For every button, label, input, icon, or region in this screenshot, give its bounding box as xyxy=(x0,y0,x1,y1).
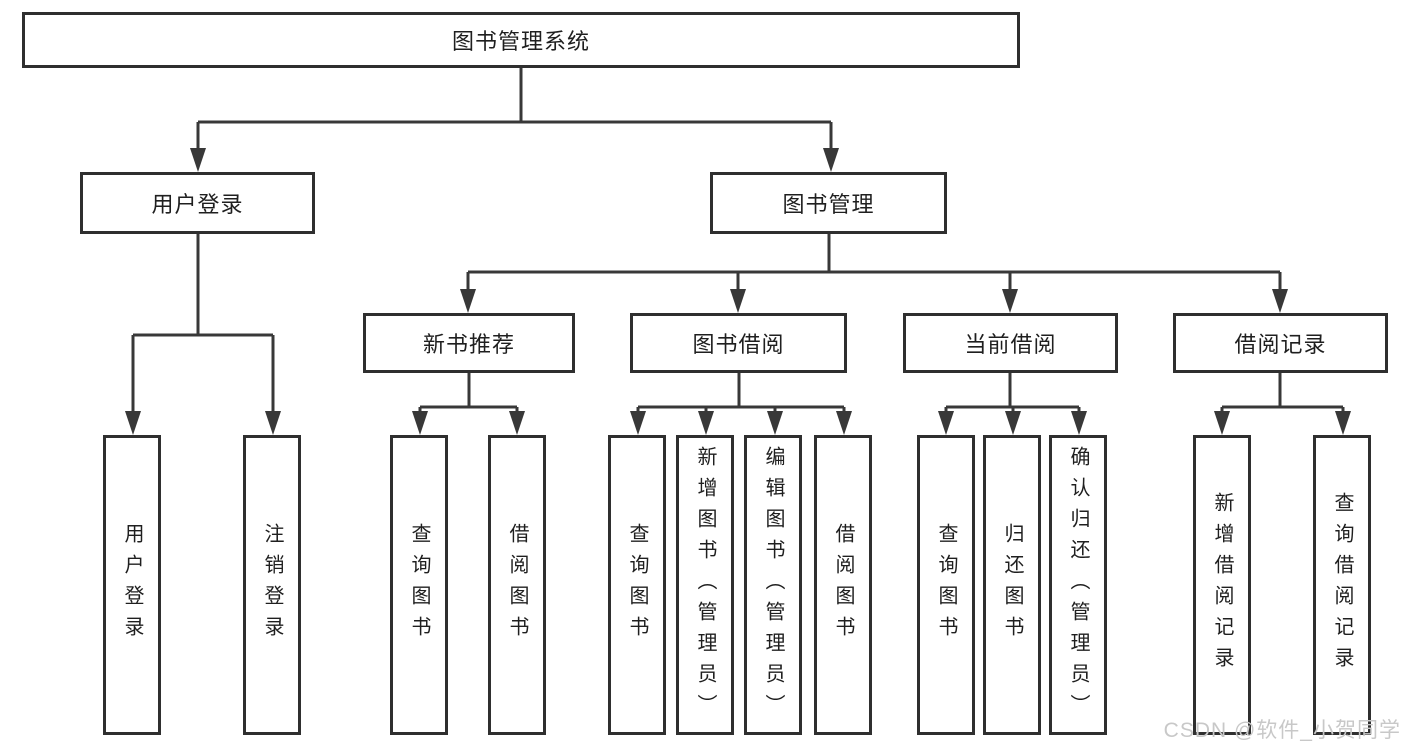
node-leaf-user-login: 用户登录 xyxy=(103,435,161,735)
arrowhead xyxy=(1272,289,1288,313)
node-leaf-borrow-books: 借阅图书 xyxy=(814,435,872,735)
node-new-book-recommendation: 新书推荐 xyxy=(363,313,575,373)
arrowhead xyxy=(125,411,141,435)
arrowhead xyxy=(190,148,206,172)
edge-root-to-level2 xyxy=(196,68,833,150)
arrowhead xyxy=(1335,411,1351,435)
node-leaf-add-borrow-record: 新增借阅记录 xyxy=(1193,435,1251,735)
node-book-borrowing: 图书借阅 xyxy=(630,313,847,373)
edge-records-to-leaves xyxy=(1220,372,1345,414)
arrowhead xyxy=(460,289,476,313)
csdn-watermark: CSDN @软件_小贺同学 xyxy=(1163,719,1401,742)
node-leaf-query-books-borrow: 查询图书 xyxy=(608,435,666,735)
arrowhead xyxy=(1071,411,1087,435)
arrowhead xyxy=(265,411,281,435)
node-leaf-logout: 注销登录 xyxy=(243,435,301,735)
arrowhead xyxy=(630,411,646,435)
node-user-login: 用户登录 xyxy=(80,172,315,234)
arrowhead xyxy=(938,411,954,435)
arrowhead xyxy=(509,411,525,435)
arrowhead xyxy=(1002,289,1018,313)
arrowhead xyxy=(1005,411,1021,435)
edge-bookmgmt-to-level3 xyxy=(466,234,1282,291)
node-leaf-query-books-current: 查询图书 xyxy=(917,435,975,735)
node-library-management-system: 图书管理系统 xyxy=(22,12,1020,68)
arrowhead xyxy=(730,289,746,313)
node-book-management: 图书管理 xyxy=(710,172,947,234)
node-leaf-confirm-return-admin: 确认归还（管理员） xyxy=(1049,435,1107,735)
arrowhead xyxy=(698,411,714,435)
node-leaf-add-books-admin: 新增图书（管理员） xyxy=(676,435,734,735)
node-leaf-return-books: 归还图书 xyxy=(983,435,1041,735)
edge-userlogin-to-leaves xyxy=(131,234,275,413)
arrowhead xyxy=(823,148,839,172)
node-leaf-borrow-books-recommend: 借阅图书 xyxy=(488,435,546,735)
node-leaf-query-borrow-record: 查询借阅记录 xyxy=(1313,435,1371,735)
arrowhead xyxy=(1214,411,1230,435)
edge-recommend-to-leaves xyxy=(418,372,519,414)
arrowhead xyxy=(836,411,852,435)
node-leaf-query-books-recommend: 查询图书 xyxy=(390,435,448,735)
node-borrowing-records: 借阅记录 xyxy=(1173,313,1388,373)
arrowhead xyxy=(412,411,428,435)
node-current-borrowing: 当前借阅 xyxy=(903,313,1118,373)
arrowhead xyxy=(767,411,783,435)
edge-borrow-to-leaves xyxy=(636,372,846,414)
node-leaf-edit-books-admin: 编辑图书（管理员） xyxy=(744,435,802,735)
edge-current-to-leaves xyxy=(944,372,1081,414)
